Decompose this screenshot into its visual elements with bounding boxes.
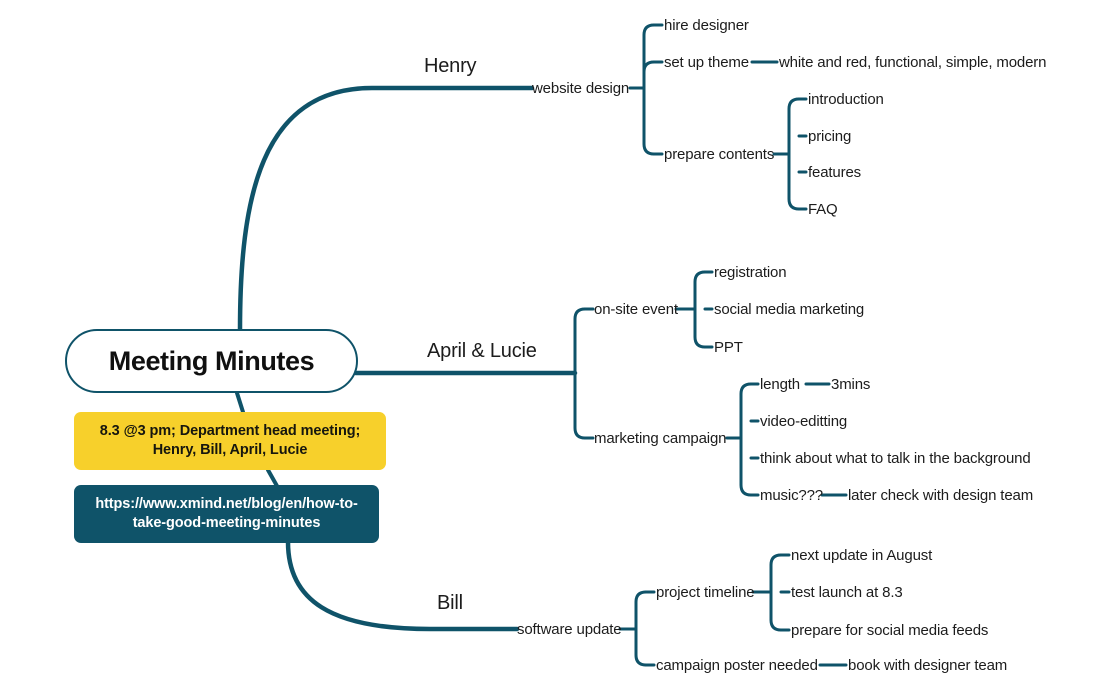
topic-ppt[interactable]: PPT <box>714 339 743 356</box>
reference-link-box[interactable]: https://www.xmind.net/blog/en/how-to-tak… <box>74 485 379 543</box>
connector-on-site-children-spine <box>693 270 707 349</box>
central-node-title: Meeting Minutes <box>108 345 315 376</box>
connector-note-to-link <box>266 468 279 488</box>
topic-prepare-social-media-feeds[interactable]: prepare for social media feeds <box>791 622 989 639</box>
topic-hire-designer[interactable]: hire designer <box>664 17 749 34</box>
topic-length[interactable]: length <box>760 376 800 393</box>
branch-label-april-lucie[interactable]: April & Lucie <box>427 340 537 362</box>
topic-on-site-event[interactable]: on-site event <box>594 301 678 318</box>
connector-set-up-theme-spine <box>642 60 656 74</box>
connector-april-spine <box>573 307 587 440</box>
topic-website-design[interactable]: website design <box>532 80 630 97</box>
connector-root-to-henry <box>237 85 535 333</box>
meeting-note-text: 8.3 @3 pm; Department head meeting; Henr… <box>99 423 361 458</box>
connector-marketing-children-spine <box>739 382 753 497</box>
topic-next-update-august[interactable]: next update in August <box>791 547 933 564</box>
central-node[interactable]: Meeting Minutes <box>65 329 358 393</box>
topic-test-launch[interactable]: test launch at 8.3 <box>791 584 903 601</box>
topic-book-with-designer-team[interactable]: book with designer team <box>848 657 1008 674</box>
connector-bill-spine <box>634 590 648 667</box>
topic-social-media-marketing[interactable]: social media marketing <box>714 301 865 318</box>
topic-prepare-contents[interactable]: prepare contents <box>664 146 775 163</box>
topic-theme-detail[interactable]: white and red, functional, simple, moder… <box>779 54 1047 71</box>
branch-label-henry[interactable]: Henry <box>424 55 477 77</box>
connector-project-timeline-spine <box>769 553 783 632</box>
topic-think-about-background[interactable]: think about what to talk in the backgrou… <box>760 450 1031 467</box>
topic-pricing[interactable]: pricing <box>808 128 852 145</box>
topic-3mins[interactable]: 3mins <box>831 376 871 393</box>
topic-music[interactable]: music??? <box>760 487 823 504</box>
topic-project-timeline[interactable]: project timeline <box>656 584 755 601</box>
topic-video-editting[interactable]: video-editting <box>760 413 848 430</box>
topic-software-update[interactable]: software update <box>517 621 622 638</box>
topic-registration[interactable]: registration <box>714 264 787 281</box>
topic-features[interactable]: features <box>808 164 861 181</box>
connector-website-design-spine <box>642 23 656 156</box>
topic-set-up-theme[interactable]: set up theme <box>664 54 749 71</box>
reference-link-text: https://www.xmind.net/blog/en/how-to-tak… <box>95 496 358 531</box>
connector-prepare-contents-spine <box>787 97 801 211</box>
topic-campaign-poster-needed[interactable]: campaign poster needed <box>656 657 818 674</box>
topic-later-check-design-team[interactable]: later check with design team <box>848 487 1034 504</box>
connector-root-to-note <box>235 391 245 414</box>
topic-introduction[interactable]: introduction <box>808 91 884 108</box>
meeting-note-box[interactable]: 8.3 @3 pm; Department head meeting; Henr… <box>74 412 386 470</box>
topic-faq[interactable]: FAQ <box>808 201 838 218</box>
topic-marketing-campaign[interactable]: marketing campaign <box>594 430 727 447</box>
branch-label-bill[interactable]: Bill <box>437 592 463 614</box>
connector-root-to-bill <box>285 539 520 632</box>
